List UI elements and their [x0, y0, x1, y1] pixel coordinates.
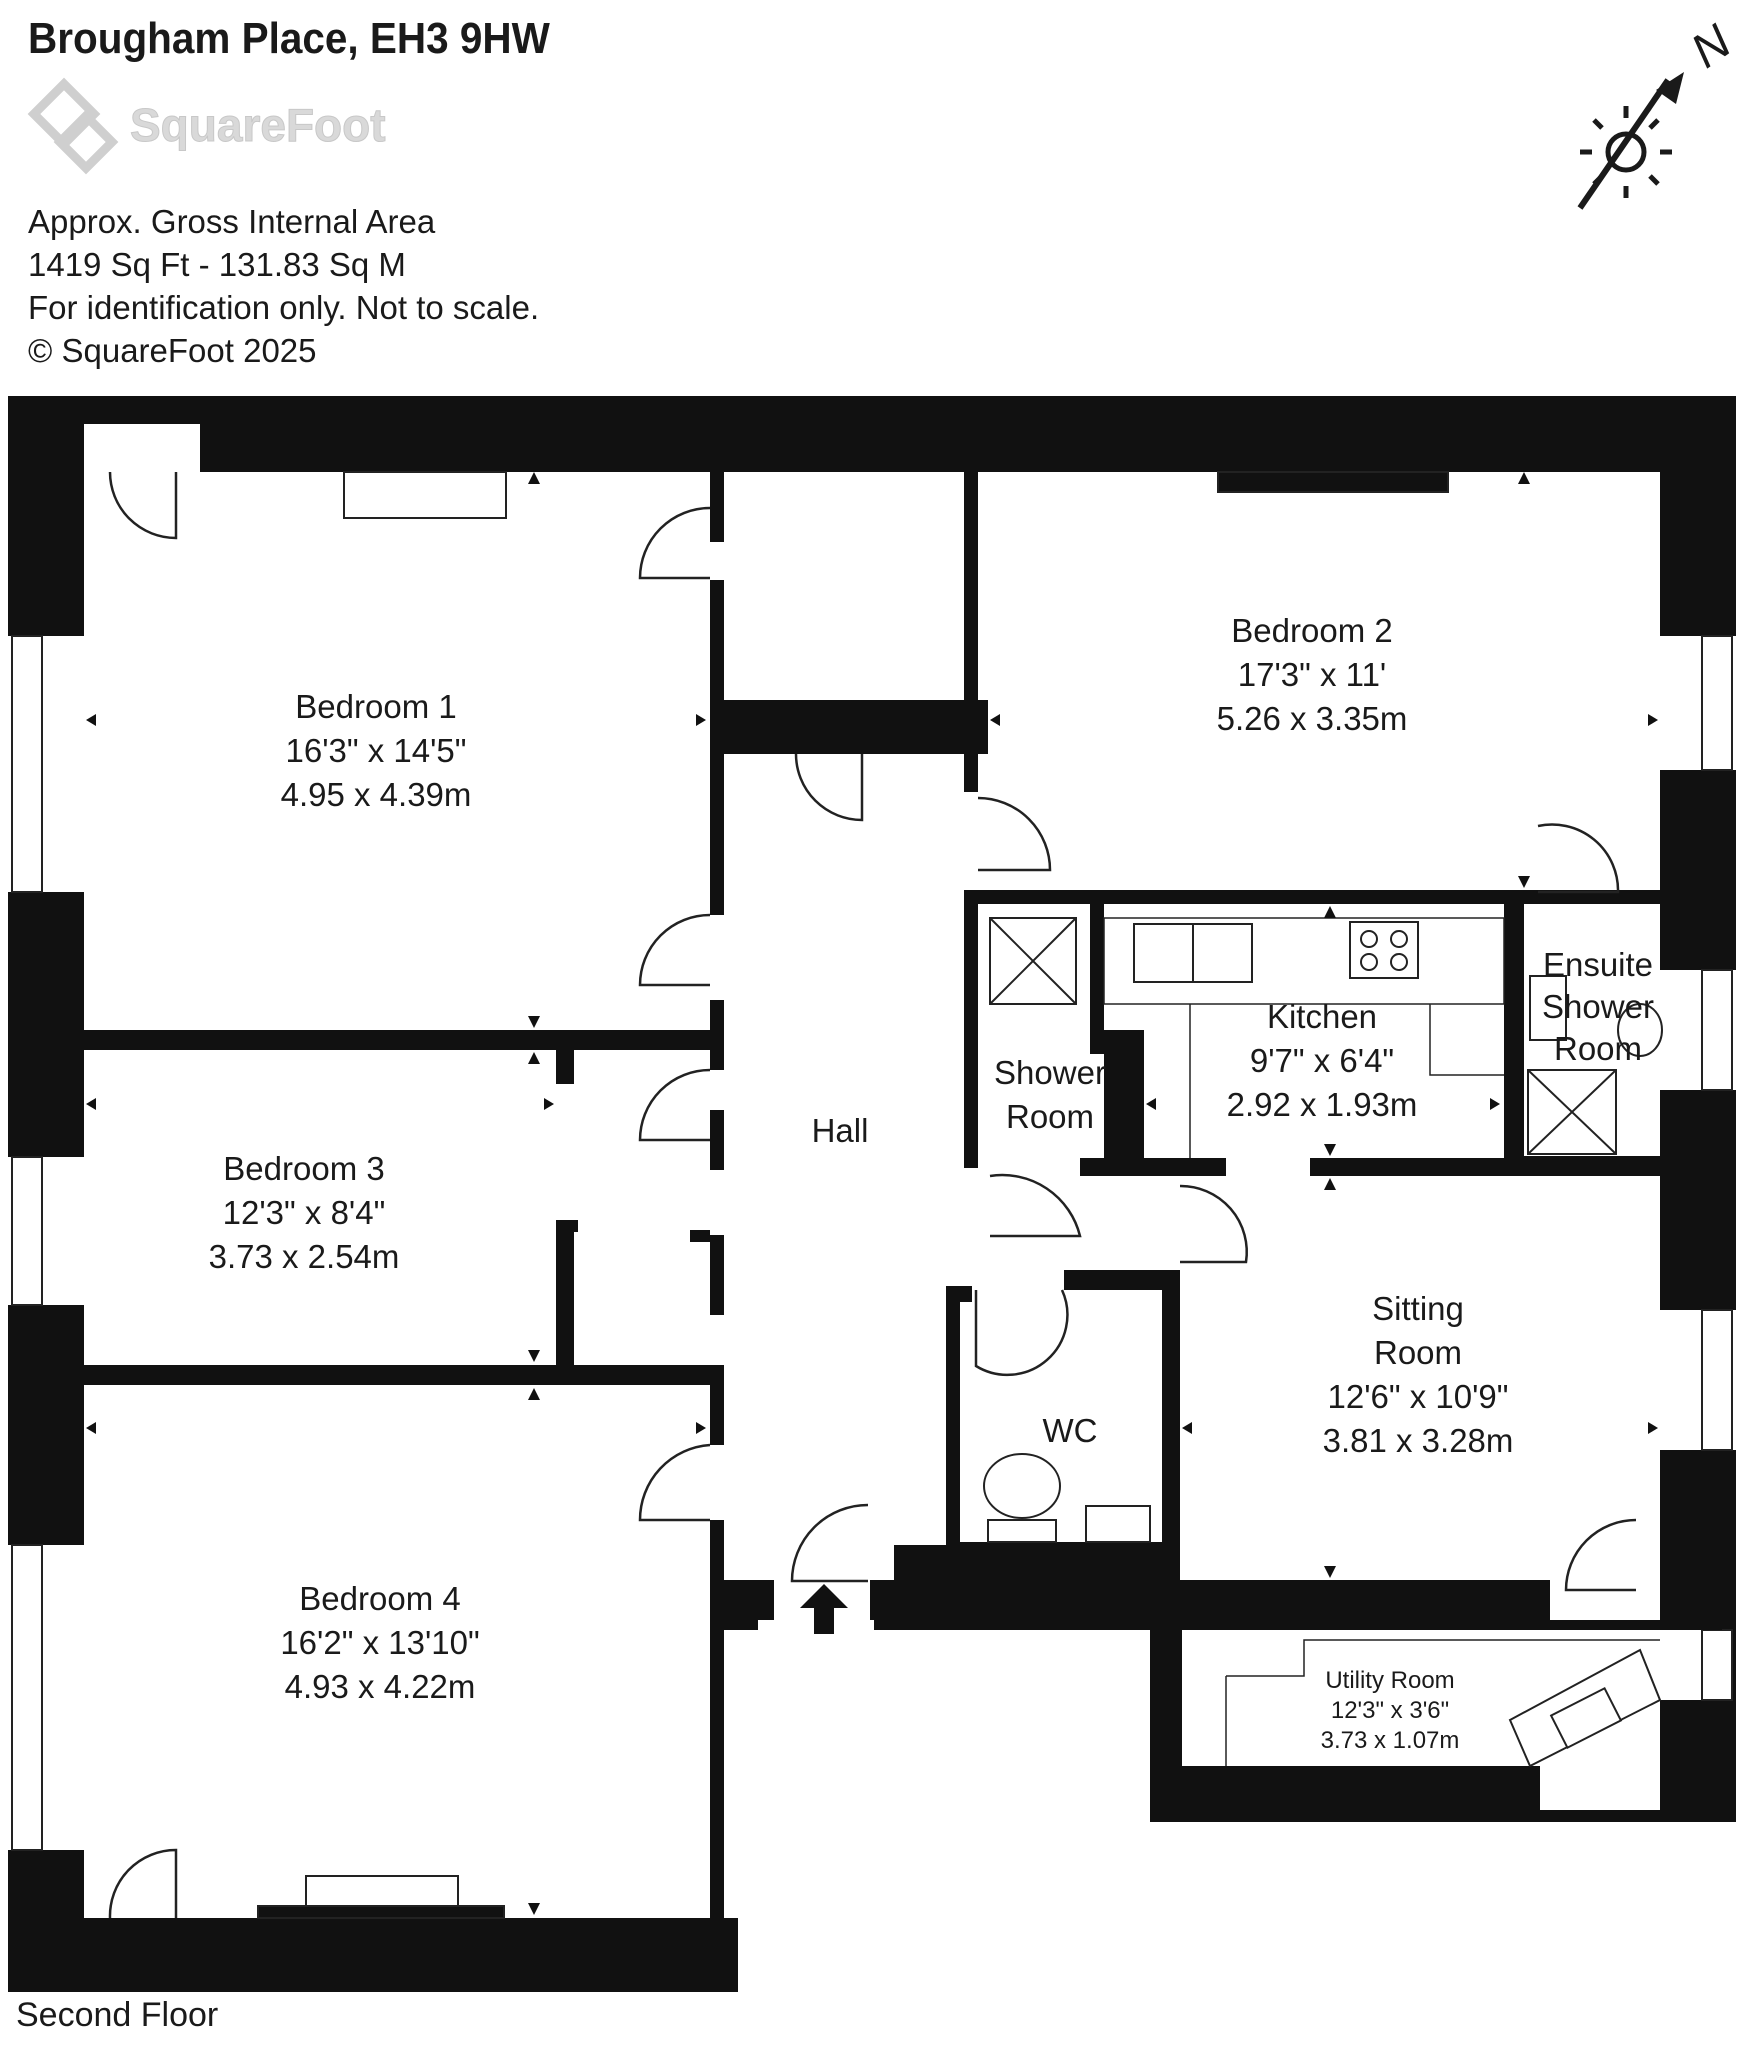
room-labels: Bedroom 1 16'3" x 14'5" 4.95 x 4.39m Bed… [209, 612, 1654, 1754]
compass: N [1577, 18, 1740, 210]
room-wc: WC [1043, 1412, 1098, 1449]
room-name: Bedroom 3 [223, 1150, 384, 1187]
room-name: WC [1043, 1412, 1098, 1449]
room-ensuite: Ensuite Shower Room [1542, 946, 1654, 1067]
room-metric: 3.81 x 3.28m [1323, 1422, 1514, 1459]
fixtures [257, 471, 1663, 1919]
fireplace-bed4 [305, 1875, 459, 1907]
room-bedroom-1: Bedroom 1 16'3" x 14'5" 4.95 x 4.39m [281, 688, 472, 813]
room-shower-room: Shower Room [994, 1054, 1106, 1135]
logo-text: SquareFoot [130, 99, 387, 152]
room-imperial: 12'3" x 8'4" [223, 1194, 386, 1231]
interior-walls [84, 472, 1722, 1920]
room-utility: Utility Room 12'3" x 3'6" 3.73 x 1.07m [1321, 1667, 1460, 1754]
room-metric: 3.73 x 1.07m [1321, 1727, 1460, 1754]
room-metric: 4.95 x 4.39m [281, 776, 472, 813]
room-bedroom-2: Bedroom 2 17'3" x 11' 5.26 x 3.35m [1217, 612, 1408, 737]
room-imperial: 12'6" x 10'9" [1328, 1378, 1509, 1415]
fireplace-bed1 [343, 471, 507, 519]
area-info-line: © SquareFoot 2025 [28, 332, 317, 369]
sun-icon [1580, 106, 1672, 198]
room-metric: 4.93 x 4.22m [285, 1668, 476, 1705]
room-name: Room [1006, 1098, 1094, 1135]
room-name: Shower [1542, 988, 1654, 1025]
hob [1349, 921, 1419, 979]
room-metric: 3.73 x 2.54m [209, 1238, 400, 1275]
room-kitchen: Kitchen 9'7" x 6'4" 2.92 x 1.93m [1227, 998, 1418, 1123]
dimension-markers [86, 472, 1658, 1915]
area-info-line: For identification only. Not to scale. [28, 289, 540, 326]
room-bedroom-3: Bedroom 3 12'3" x 8'4" 3.73 x 2.54m [209, 1150, 400, 1275]
room-metric: 5.26 x 3.35m [1217, 700, 1408, 737]
room-metric: 2.92 x 1.93m [1227, 1086, 1418, 1123]
toilet [983, 1453, 1061, 1519]
room-name: Shower [994, 1054, 1106, 1091]
property-title: Brougham Place, EH3 9HW [28, 14, 550, 63]
room-imperial: 16'3" x 14'5" [286, 732, 467, 769]
room-hall: Hall [812, 1112, 869, 1149]
room-name: Kitchen [1267, 998, 1377, 1035]
room-imperial: 16'2" x 13'10" [280, 1624, 479, 1661]
outer-walls [8, 396, 1736, 1992]
windows [11, 635, 1733, 1851]
room-name: Room [1374, 1334, 1462, 1371]
room-sitting: Sitting Room 12'6" x 10'9" 3.81 x 3.28m [1323, 1290, 1514, 1459]
room-imperial: 12'3" x 3'6" [1331, 1697, 1449, 1724]
room-bedroom-4: Bedroom 4 16'2" x 13'10" 4.93 x 4.22m [280, 1580, 479, 1705]
room-name: Utility Room [1325, 1667, 1454, 1694]
entrance-arrow-icon [800, 1584, 848, 1634]
room-name: Bedroom 4 [299, 1580, 460, 1617]
area-info-line: 1419 Sq Ft - 131.83 Sq M [28, 246, 406, 283]
room-name: Room [1554, 1030, 1642, 1067]
squarefoot-logo-icon [27, 77, 119, 175]
room-name: Hall [812, 1112, 869, 1149]
squarefoot-logo: SquareFoot [26, 76, 406, 186]
area-info: Approx. Gross Internal Area 1419 Sq Ft -… [28, 200, 539, 372]
room-name: Sitting [1372, 1290, 1464, 1327]
area-info-line: Approx. Gross Internal Area [28, 203, 436, 240]
floor-label: Second Floor [16, 1996, 219, 2034]
room-imperial: 9'7" x 6'4" [1250, 1042, 1394, 1079]
utility-sink [1549, 1686, 1623, 1750]
room-name: Ensuite [1543, 946, 1653, 983]
top-openings [84, 424, 200, 472]
room-imperial: 17'3" x 11' [1238, 656, 1386, 693]
room-name: Bedroom 1 [295, 688, 456, 725]
door-swings [108, 471, 1637, 1919]
room-name: Bedroom 2 [1231, 612, 1392, 649]
wc-basin [1085, 1505, 1151, 1543]
